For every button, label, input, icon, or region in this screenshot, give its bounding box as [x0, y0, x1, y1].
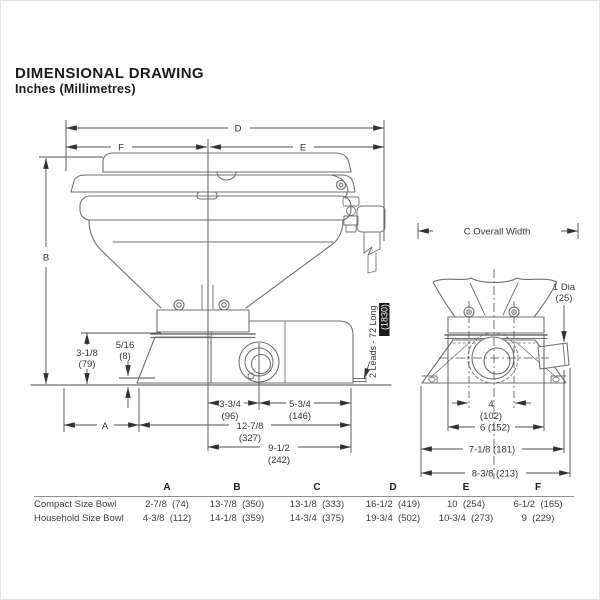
dim-flange-in: 5/16 — [116, 340, 135, 351]
discharge-pipe-end — [562, 343, 566, 366]
dim-label-d: D — [235, 124, 242, 135]
dim-bolt-spacing-mm: (102) — [480, 411, 502, 422]
leads-note-mm: (1830) — [380, 304, 390, 330]
mounting-bolt-right — [218, 299, 230, 311]
compact-b: 13-7/8 (350) — [209, 499, 265, 510]
compact-d: 16-1/2 (419) — [365, 499, 421, 510]
leads-annotation: 2 Leads - 72 Long (1830) — [368, 303, 390, 378]
dim-base-length-mm: (327) — [239, 433, 261, 444]
row-label-household: Household Size Bowl — [34, 513, 124, 524]
rear-hole-left — [428, 376, 436, 383]
col-header-a: A — [138, 482, 196, 497]
dim-discharge-dia-mm: (25) — [556, 293, 573, 304]
dim-base-height-mm: (79) — [79, 359, 96, 370]
dim-rear-length-mm: (242) — [268, 455, 290, 466]
rear-hole-right — [552, 376, 560, 383]
rear-view-drawing — [421, 277, 570, 384]
dim-label-a: A — [102, 421, 109, 432]
lid — [102, 152, 352, 173]
discharge-pipe — [537, 342, 570, 370]
dim-rear-length-in: 9-1/2 — [268, 443, 290, 454]
leads-note-text: 2 Leads - 72 Long — [368, 305, 378, 378]
lid-bumper — [216, 171, 237, 181]
compact-e: 10 (254) — [446, 499, 486, 510]
mounting-bolt-left — [173, 299, 185, 311]
col-header-c: C — [278, 482, 356, 497]
rear-bowl-flare — [432, 277, 558, 318]
rear-pump-inner — [483, 347, 511, 375]
bowl-right-edge — [245, 219, 344, 309]
water-valve-assembly — [342, 196, 386, 274]
row-label-compact: Compact Size Bowl — [34, 499, 117, 510]
rear-view-labels: C Overall Width 1 Dia (25) 4 (102) 6 (15… — [464, 227, 576, 480]
drawing-header: DIMENSIONAL DRAWING Inches (Millimetres) — [15, 65, 204, 96]
page-title: DIMENSIONAL DRAWING — [15, 65, 204, 82]
household-f: 9 (229) — [521, 513, 555, 524]
col-header-f: F — [502, 482, 574, 497]
dim-discharge-dia-in: 1 Dia — [553, 282, 576, 293]
side-view-dimensions — [39, 120, 385, 453]
household-e: 10-3/4 (273) — [438, 513, 494, 524]
compact-c: 13-1/8 (333) — [289, 499, 345, 510]
col-header-b: B — [196, 482, 278, 497]
dim-motor-length-in: 5-3/4 — [289, 399, 311, 410]
side-view-labels: D F E B A 3-1/8 (79) 5/16 (8) 3-3/4 (96)… — [43, 124, 390, 466]
compact-a: 2-7/8 (74) — [145, 499, 189, 510]
rear-funnel-left — [469, 282, 486, 316]
size-table: A B C D E F Compact Size Bowl 2-7/8 (74)… — [34, 482, 574, 525]
dim-label-f: F — [118, 143, 124, 154]
bowl-rim — [79, 195, 352, 221]
dim-base-length-in: 12-7/8 — [237, 421, 264, 432]
dim-label-b: B — [43, 253, 49, 264]
household-a: 4-3/8 (112) — [142, 513, 192, 524]
dim-pump-offset-in: 3-3/4 — [219, 399, 241, 410]
dim-label-e: E — [300, 143, 306, 154]
dim-width-mid: 7-1/8 (181) — [469, 445, 515, 456]
rear-fold-left — [429, 341, 471, 379]
rear-base — [421, 339, 567, 384]
rear-foot-right — [550, 375, 567, 384]
dim-motor-length-mm: (146) — [289, 411, 311, 422]
rear-funnel-right — [502, 282, 519, 316]
dim-overall-width: C Overall Width — [464, 227, 531, 238]
rear-band — [447, 316, 545, 334]
household-b: 14-1/8 (359) — [209, 513, 265, 524]
rear-fold-right — [515, 341, 558, 379]
seat-bumper — [196, 191, 218, 200]
dim-width-outer: 8-3/8 (213) — [472, 469, 518, 480]
dim-base-height-in: 3-1/8 — [76, 348, 98, 359]
household-d: 19-3/4 (502) — [365, 513, 421, 524]
hinge-pin — [335, 179, 347, 191]
pedestal — [156, 309, 250, 333]
dim-flange-mm: (8) — [119, 351, 131, 362]
dim-bolt-spacing-in: 4 — [488, 399, 493, 410]
rear-foot-left — [421, 375, 438, 384]
dim-pump-offset-mm: (96) — [222, 411, 239, 422]
bowl-left-edge — [88, 219, 162, 309]
col-header-e: E — [430, 482, 502, 497]
seat — [70, 174, 356, 193]
table-corner — [34, 482, 138, 497]
rear-view-dimensions — [417, 223, 579, 479]
page-subtitle: Inches (Millimetres) — [15, 82, 136, 97]
hinge-pin-center — [338, 182, 344, 188]
compact-f: 6-1/2 (165) — [513, 499, 563, 510]
col-header-d: D — [356, 482, 430, 497]
dim-width-inner: 6 (152) — [480, 423, 510, 434]
household-c: 14-3/4 (375) — [289, 513, 345, 524]
leads-mm-highlight — [379, 303, 390, 336]
